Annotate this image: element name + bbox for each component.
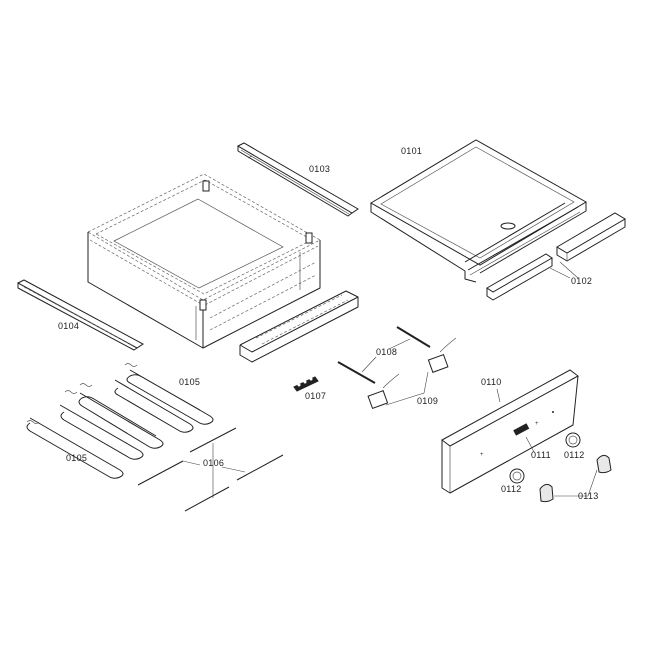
part-0108-0109-thermostats (337, 326, 457, 410)
callout-0101: 0101 (401, 146, 423, 156)
part-0112-0113-knobs (509, 432, 612, 503)
part-0102-side-channels (486, 212, 626, 301)
callout-0112-left: 0112 (501, 484, 522, 494)
callout-0105-lower: 0105 (66, 453, 88, 463)
callout-0105-upper: 0105 (179, 377, 201, 387)
callout-0110: 0110 (481, 377, 502, 387)
part-0104-bottom-rail (16, 279, 144, 351)
part-0107-terminal-block (293, 376, 319, 392)
part-0110-control-panel: + + (441, 369, 579, 494)
svg-text:+: + (535, 421, 539, 427)
callout-0112-right: 0112 (564, 450, 585, 460)
callout-0106: 0106 (203, 458, 225, 468)
part-bottom-pan (239, 290, 359, 363)
callout-0103: 0103 (309, 164, 331, 174)
part-0105-heating-elements (26, 363, 214, 479)
callout-0109: 0109 (417, 396, 439, 406)
part-0101-tray-frame (370, 139, 587, 283)
callout-0107: 0107 (305, 391, 327, 401)
part-0106-element-supports (137, 427, 284, 512)
callout-0111: 0111 (531, 450, 551, 460)
callout-0104: 0104 (58, 321, 80, 331)
part-drawer-box (87, 173, 321, 349)
part-0103-top-rail (236, 142, 359, 217)
callout-0102: 0102 (571, 276, 593, 286)
callout-0113: 0113 (578, 491, 599, 501)
svg-text:+: + (480, 452, 484, 458)
callout-0108: 0108 (376, 347, 398, 357)
